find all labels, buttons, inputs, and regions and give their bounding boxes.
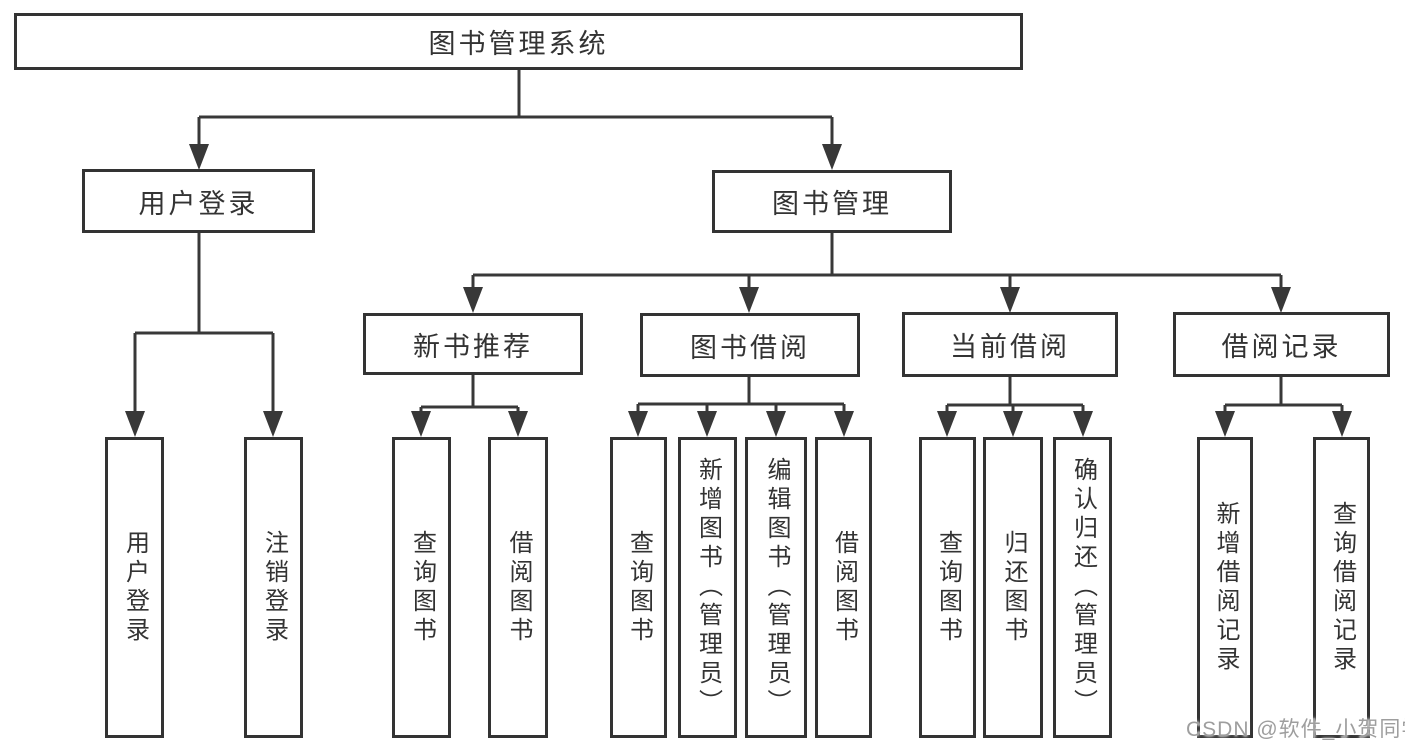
leaf-add-book-admin: 新增图书（管理员） xyxy=(678,437,737,738)
leaf-query-book-borrow: 查询图书 xyxy=(610,437,667,738)
node-root: 图书管理系统 xyxy=(14,13,1023,70)
leaf-add-borrow-record: 新增借阅记录 xyxy=(1197,437,1253,738)
connector-line-path xyxy=(133,70,1344,413)
leaf-query-book-current: 查询图书 xyxy=(919,437,976,738)
node-user-login: 用户登录 xyxy=(82,169,315,233)
leaf-logout-login: 注销登录 xyxy=(244,437,303,738)
leaf-borrow-book: 借阅图书 xyxy=(815,437,872,738)
leaf-query-borrow-record: 查询借阅记录 xyxy=(1313,437,1370,738)
node-current-borrow: 当前借阅 xyxy=(902,312,1118,377)
node-new-book-recommend: 新书推荐 xyxy=(363,313,583,375)
csdn-watermark: CSDN @软件_小贺同学 xyxy=(1186,718,1405,741)
node-borrow-record: 借阅记录 xyxy=(1173,312,1390,377)
leaf-return-book: 归还图书 xyxy=(983,437,1043,738)
leaf-query-book-recommend: 查询图书 xyxy=(392,437,451,738)
leaf-user-login: 用户登录 xyxy=(105,437,164,738)
leaf-edit-book-admin: 编辑图书（管理员） xyxy=(745,437,807,738)
leaf-confirm-return-admin: 确认归还（管理员） xyxy=(1053,437,1112,738)
node-book-management: 图书管理 xyxy=(712,170,952,233)
node-book-borrow: 图书借阅 xyxy=(640,313,860,377)
leaf-borrow-book-recommend: 借阅图书 xyxy=(488,437,548,738)
